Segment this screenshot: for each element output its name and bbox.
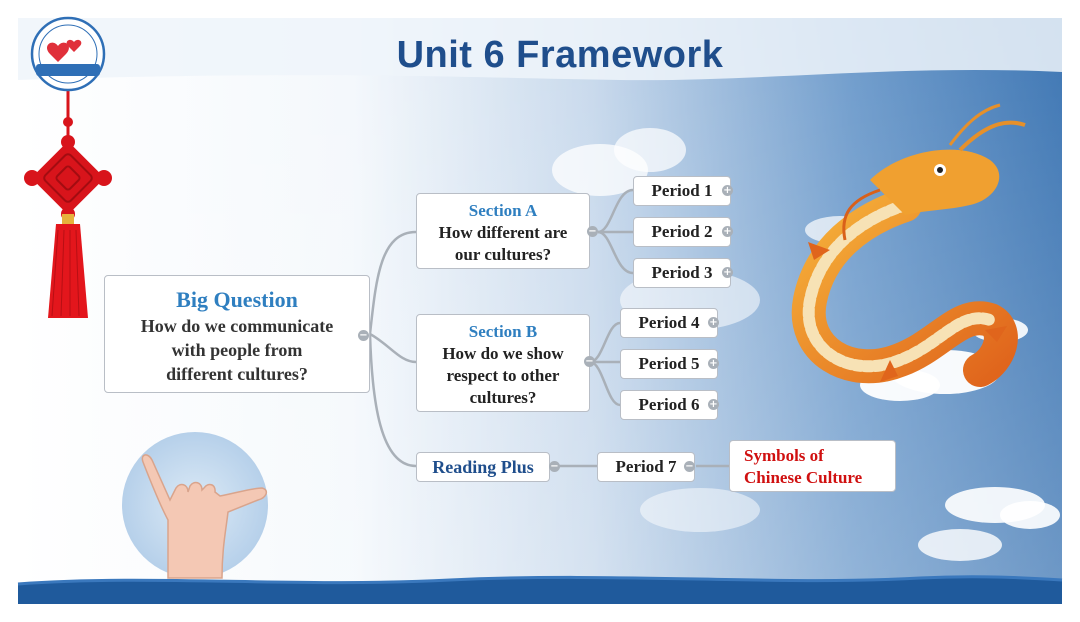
symbols-line-2: Chinese Culture (744, 468, 863, 487)
period-5-node[interactable]: Period 5 (620, 349, 718, 379)
section-b-line-2: respect to other (446, 366, 560, 385)
section-a-node[interactable]: Section A How different are our cultures… (416, 193, 590, 269)
period-2-expand-icon[interactable]: + (722, 226, 733, 237)
big-question-collapse-icon[interactable]: − (358, 330, 369, 341)
period-5-expand-icon[interactable]: + (708, 358, 719, 369)
big-question-node[interactable]: Big Question How do we communicate with … (104, 275, 370, 393)
slide-title: Unit 6 Framework (396, 34, 724, 76)
period-4-expand-icon[interactable]: + (708, 317, 719, 328)
period-6-node[interactable]: Period 6 (620, 390, 718, 420)
reading-plus-collapse-icon[interactable]: − (549, 461, 560, 472)
period-3-node[interactable]: Period 3 (633, 258, 731, 288)
reading-plus-label: Reading Plus (432, 457, 534, 477)
big-question-line-1: How do we communicate (140, 316, 334, 336)
section-b-line-3: cultures? (469, 388, 537, 407)
period-2-node[interactable]: Period 2 (633, 217, 731, 247)
symbols-of-chinese-culture-node[interactable]: Symbols of Chinese Culture (729, 440, 896, 492)
mindmap-connectors (368, 188, 729, 468)
section-a-collapse-icon[interactable]: − (587, 226, 598, 237)
wave-border (17, 575, 1063, 604)
period-6-expand-icon[interactable]: + (708, 399, 719, 410)
clouds (552, 128, 1060, 561)
section-b-node[interactable]: Section B How do we show respect to othe… (416, 314, 590, 412)
period-7-node[interactable]: Period 7 (597, 452, 695, 482)
chinese-knot (24, 85, 112, 318)
dragon (791, 103, 1026, 387)
symbols-line-1: Symbols of (744, 446, 824, 465)
big-question-line-3: different cultures? (166, 364, 308, 384)
section-b-line-1: How do we show (442, 344, 564, 363)
period-3-expand-icon[interactable]: + (722, 267, 733, 278)
period-1-node[interactable]: Period 1 (633, 176, 731, 206)
big-question-line-2: with people from (171, 340, 303, 360)
period-1-expand-icon[interactable]: + (722, 185, 733, 196)
section-b-heading: Section B (468, 322, 538, 341)
section-a-line-1: How different are (438, 223, 568, 242)
section-b-collapse-icon[interactable]: − (584, 356, 595, 367)
period-4-node[interactable]: Period 4 (620, 308, 718, 338)
hand-gesture (122, 432, 268, 579)
big-question-heading: Big Question (176, 287, 298, 312)
section-a-line-2: our cultures? (454, 245, 552, 264)
reading-plus-node[interactable]: Reading Plus (416, 452, 550, 482)
period-7-collapse-icon[interactable]: − (684, 461, 695, 472)
section-a-heading: Section A (468, 201, 538, 220)
logo (30, 16, 106, 92)
